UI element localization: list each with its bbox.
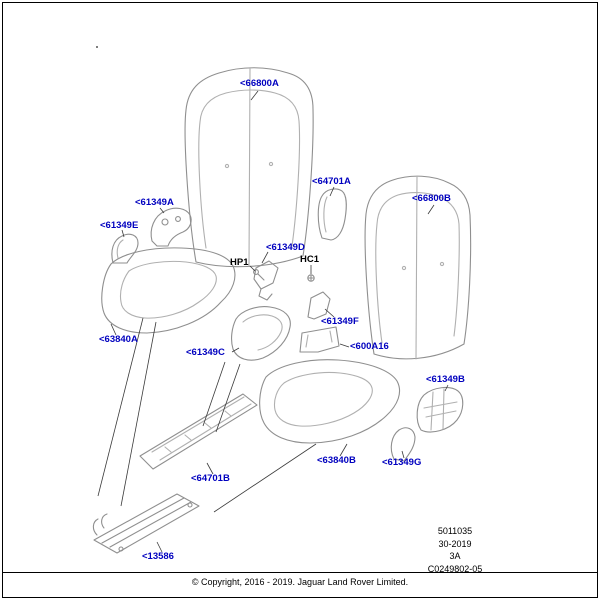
part-label-61349d[interactable]: <61349D	[266, 242, 305, 253]
part-61349g-drawing	[390, 427, 416, 462]
part-label-600a16[interactable]: <600A16	[350, 341, 389, 352]
part-label-61349e[interactable]: <61349E	[100, 220, 139, 231]
clip-hc1-drawing	[307, 274, 315, 282]
part-label-61349a[interactable]: <61349A	[135, 197, 174, 208]
seat-cushion-left-drawing	[101, 247, 236, 334]
panel-64701a-drawing	[317, 188, 347, 241]
hardware-label-hc1: HC1	[300, 254, 320, 265]
part-label-66800a[interactable]: <66800A	[240, 78, 279, 89]
doc-sheet: 3A	[449, 551, 461, 561]
bracket-61349d-drawing	[253, 260, 279, 301]
bracket-600a16-drawing	[299, 326, 340, 353]
bracket-61349e-drawing	[111, 233, 139, 264]
hardware-label-hp1: HP1	[230, 257, 249, 268]
part-label-64701a[interactable]: <64701A	[312, 176, 351, 187]
part-label-66800b[interactable]: <66800B	[412, 193, 451, 204]
doc-issue: 30-2019	[438, 538, 472, 549]
seat-cushion-right-drawing	[259, 359, 401, 444]
bracket-61349f-drawing	[307, 291, 331, 320]
part-label-63840a[interactable]: <63840A	[99, 334, 138, 345]
part-label-61349c[interactable]: <61349C	[186, 347, 225, 358]
part-label-64701b[interactable]: <64701B	[191, 473, 230, 484]
seat-back-left-drawing	[184, 67, 314, 268]
screw-hp1-drawing	[253, 269, 265, 281]
copyright-text: © Copyright, 2016 - 2019. Jaguar Land Ro…	[191, 577, 409, 587]
frame-13586-drawing	[92, 493, 200, 554]
part-label-61349b[interactable]: <61349B	[426, 374, 465, 385]
seat-back-right-drawing	[364, 175, 472, 360]
stray-dot	[96, 46, 98, 48]
part-61349c-drawing	[231, 306, 291, 361]
doc-info: 5011035 30-2019 3A C0249802-05	[405, 525, 505, 575]
bracket-61349a-drawing	[150, 207, 192, 247]
bracket-61349b-drawing	[416, 386, 464, 433]
part-label-61349g[interactable]: <61349G	[382, 457, 422, 468]
doc-number: 5011035	[437, 526, 473, 536]
leader-lines	[97, 90, 449, 553]
panel-64701b-drawing	[139, 393, 258, 470]
part-label-63840b[interactable]: <63840B	[317, 455, 356, 466]
footer-divider	[2, 572, 598, 573]
part-label-13586[interactable]: <13586	[142, 551, 174, 562]
part-label-61349f[interactable]: <61349F	[321, 316, 359, 327]
doc-code: C0249802-05	[427, 563, 483, 574]
